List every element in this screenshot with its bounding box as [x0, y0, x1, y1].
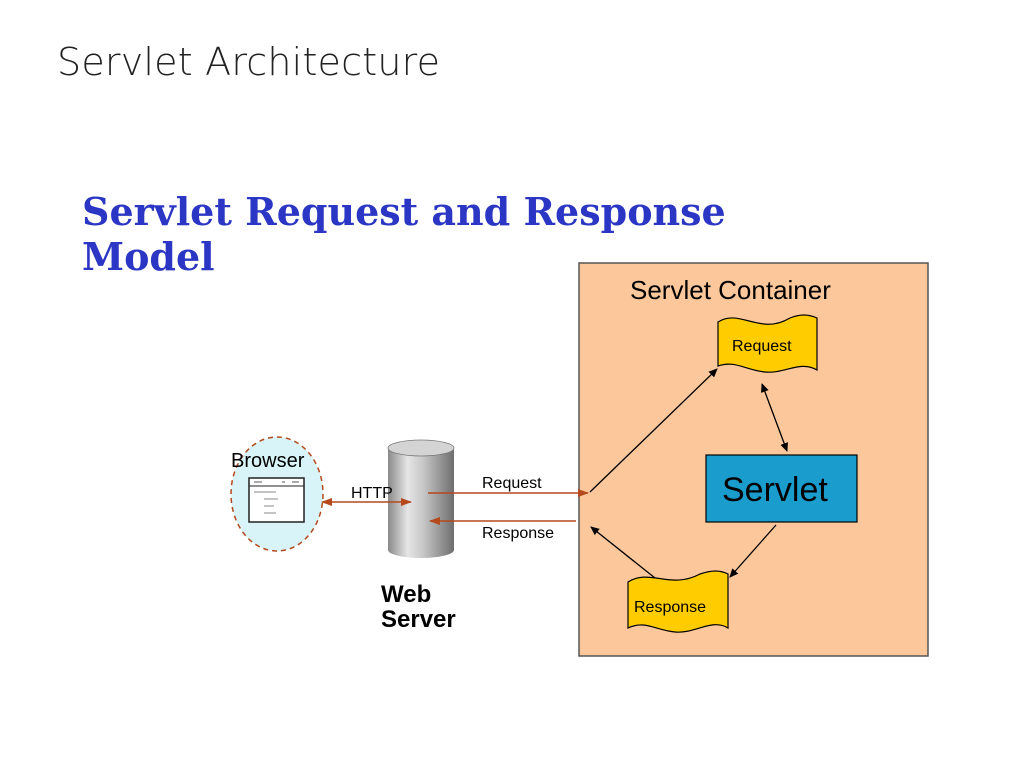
diagram-heading-line1: Servlet Request and Response [82, 189, 726, 234]
servlet-box [705, 454, 858, 523]
diagram-heading-line2: Model [82, 234, 215, 279]
web-server-label-line2: Server [381, 606, 456, 633]
browser-window-icon [248, 477, 305, 523]
servlet-container-label: Servlet Container [630, 275, 831, 305]
http-label: HTTP [351, 485, 393, 502]
request-document-shape [717, 314, 818, 373]
request-document-label: Request [732, 338, 792, 355]
response-document-shape [627, 570, 729, 633]
arrow-request-servlet [761, 383, 788, 452]
arrow-servlet-to-response-doc [729, 524, 777, 578]
browser-label: Browser [231, 450, 305, 472]
web-server-label-line1: Web [381, 581, 431, 608]
response-document-label: Response [634, 599, 706, 616]
arrow-response-doc-out [590, 526, 656, 579]
arrow-to-request-doc [589, 368, 718, 493]
slide-title: Servlet Architecture [57, 40, 441, 84]
web-server-cylinder-icon [387, 439, 455, 558]
request-arrow-label: Request [482, 475, 542, 492]
servlet-label: Servlet [722, 471, 828, 509]
response-arrow-label: Response [482, 525, 554, 542]
